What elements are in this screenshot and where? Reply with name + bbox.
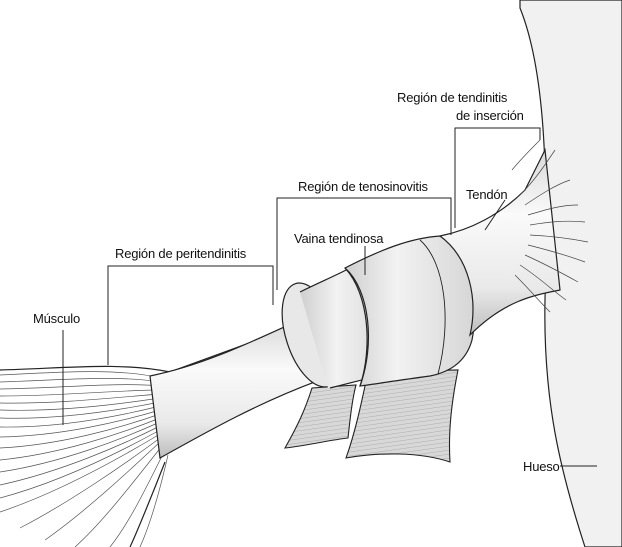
sheath-flap-left: [285, 385, 356, 448]
label-tenosinovitis: Región de tenosinovitis: [298, 179, 428, 194]
label-tendon: Tendón: [466, 187, 507, 202]
label-musculo: Músculo: [33, 311, 80, 326]
label-insercion-line2: de inserción: [456, 108, 524, 123]
label-peritendinitis: Región de peritendinitis: [115, 246, 246, 261]
label-hueso: Hueso: [523, 459, 560, 474]
label-insercion-line1: Región de tendinitis: [397, 90, 507, 105]
label-vaina-tendinosa: Vaina tendinosa: [294, 231, 383, 246]
muscle-fibers: [0, 372, 168, 547]
